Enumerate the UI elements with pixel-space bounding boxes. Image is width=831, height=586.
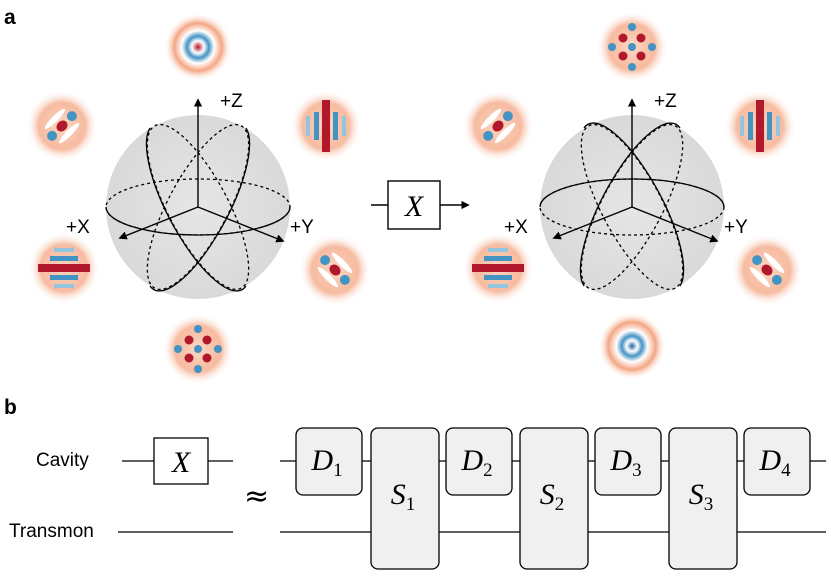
wigner-top-right bbox=[596, 11, 668, 83]
wigner-upper-left-right bbox=[462, 90, 534, 162]
wigner-lower-right-right bbox=[731, 234, 803, 306]
wigner-upper-right-right bbox=[724, 90, 796, 162]
wigner-top bbox=[164, 13, 232, 81]
panel-a-label: a bbox=[4, 6, 16, 29]
displacement-gate-3 bbox=[594, 427, 662, 496]
panel-b-label: b bbox=[4, 396, 17, 419]
axis-x-label-right: +X bbox=[504, 217, 528, 238]
snap-gate-label-2: S2 bbox=[540, 478, 565, 515]
displacement-gate-label-3: D3 bbox=[609, 444, 641, 481]
transmon-label: Transmon bbox=[9, 521, 94, 542]
wigner-upper-right bbox=[290, 90, 362, 162]
axis-y-label-right: +Y bbox=[724, 217, 748, 238]
axis-x-label: +X bbox=[66, 217, 90, 238]
displacement-gate-label-1: D1 bbox=[310, 444, 342, 481]
wigner-lower-left-right bbox=[462, 232, 534, 304]
x-gate-arrow: X bbox=[371, 180, 470, 230]
bloch-sphere-before: +Z +X +Y bbox=[66, 91, 314, 299]
displacement-gate-label-4: D4 bbox=[758, 444, 791, 481]
wigner-left-group bbox=[25, 13, 371, 385]
wigner-upper-left bbox=[25, 90, 98, 162]
wigner-right-group bbox=[462, 11, 803, 380]
displacement-gate-label-2: D2 bbox=[460, 444, 492, 481]
wigner-lower-right bbox=[299, 234, 371, 306]
approx-symbol: ≈ bbox=[244, 479, 269, 514]
axis-z-label: +Z bbox=[220, 91, 243, 112]
displacement-gate-4 bbox=[743, 427, 811, 496]
axis-y-label: +Y bbox=[290, 217, 314, 238]
cavity-label: Cavity bbox=[36, 450, 89, 471]
snap-gate-2 bbox=[519, 427, 589, 570]
circuit-x-gate bbox=[153, 437, 209, 485]
displacement-gate-1 bbox=[295, 427, 363, 496]
x-gate-label: X bbox=[404, 190, 425, 223]
snap-gate-1 bbox=[370, 427, 440, 570]
bloch-sphere-after: +Z +X +Y bbox=[504, 91, 748, 299]
displacement-gate-2 bbox=[445, 427, 513, 496]
snap-gate-3 bbox=[668, 427, 738, 570]
wigner-bottom bbox=[162, 313, 234, 385]
x-gate-box bbox=[387, 180, 441, 230]
circuit-x-gate-label: X bbox=[171, 446, 192, 479]
wigner-lower-left bbox=[28, 232, 100, 304]
snap-gate-label-1: S1 bbox=[391, 478, 416, 515]
wigner-bottom-right bbox=[598, 312, 666, 380]
axis-z-label-right: +Z bbox=[654, 91, 677, 112]
snap-gate-label-3: S3 bbox=[689, 478, 714, 515]
